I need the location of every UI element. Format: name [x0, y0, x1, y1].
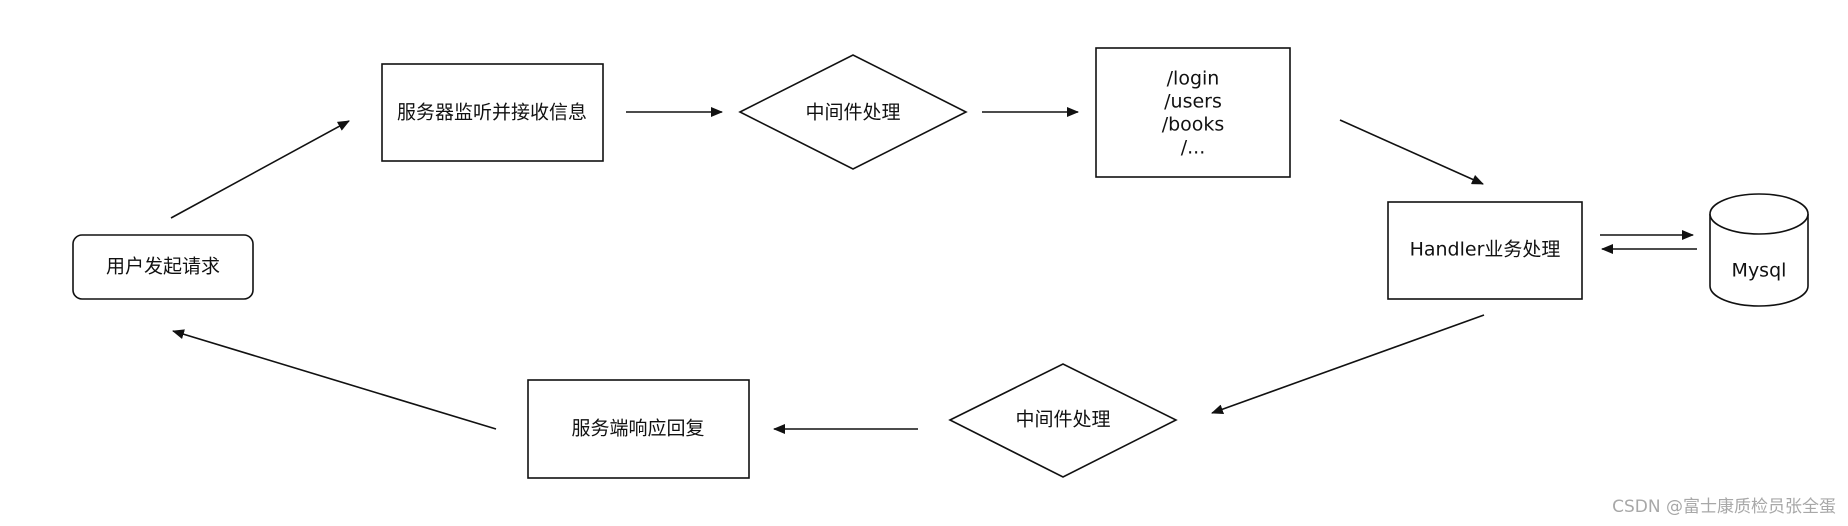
node-user-request-label: 用户发起请求: [106, 256, 220, 278]
node-middleware-out: 中间件处理: [948, 363, 1178, 478]
route-books: /books: [1162, 114, 1225, 136]
route-more: /...: [1181, 137, 1206, 159]
node-handler-label: Handler业务处理: [1410, 239, 1561, 261]
arrow-user-to-server: [170, 120, 350, 219]
route-login: /login: [1167, 68, 1220, 90]
database-icon: [1709, 193, 1809, 235]
route-users: /users: [1164, 91, 1222, 113]
arrow-handler-to-middleware: [1211, 314, 1485, 414]
node-server-listen-label: 服务器监听并接收信息: [397, 102, 587, 124]
node-middleware-out-label: 中间件处理: [1015, 409, 1110, 431]
node-server-listen: 服务器监听并接收信息: [381, 63, 604, 162]
node-database-label: Mysql: [1732, 260, 1787, 282]
arrow-routes-to-handler: [1339, 119, 1484, 185]
node-routes: /login /users /books /...: [1095, 47, 1291, 178]
node-user-request: 用户发起请求: [72, 234, 254, 300]
node-middleware-in-label: 中间件处理: [805, 102, 900, 124]
node-server-response: 服务端响应回复: [527, 379, 750, 479]
node-middleware-in: 中间件处理: [738, 54, 968, 170]
arrow-response-to-user: [172, 329, 497, 430]
watermark: CSDN @富士康质检员张全蛋: [1612, 497, 1836, 517]
node-database: Mysql: [1709, 193, 1809, 307]
node-handler: Handler业务处理: [1387, 201, 1583, 300]
node-server-response-label: 服务端响应回复: [571, 418, 704, 440]
